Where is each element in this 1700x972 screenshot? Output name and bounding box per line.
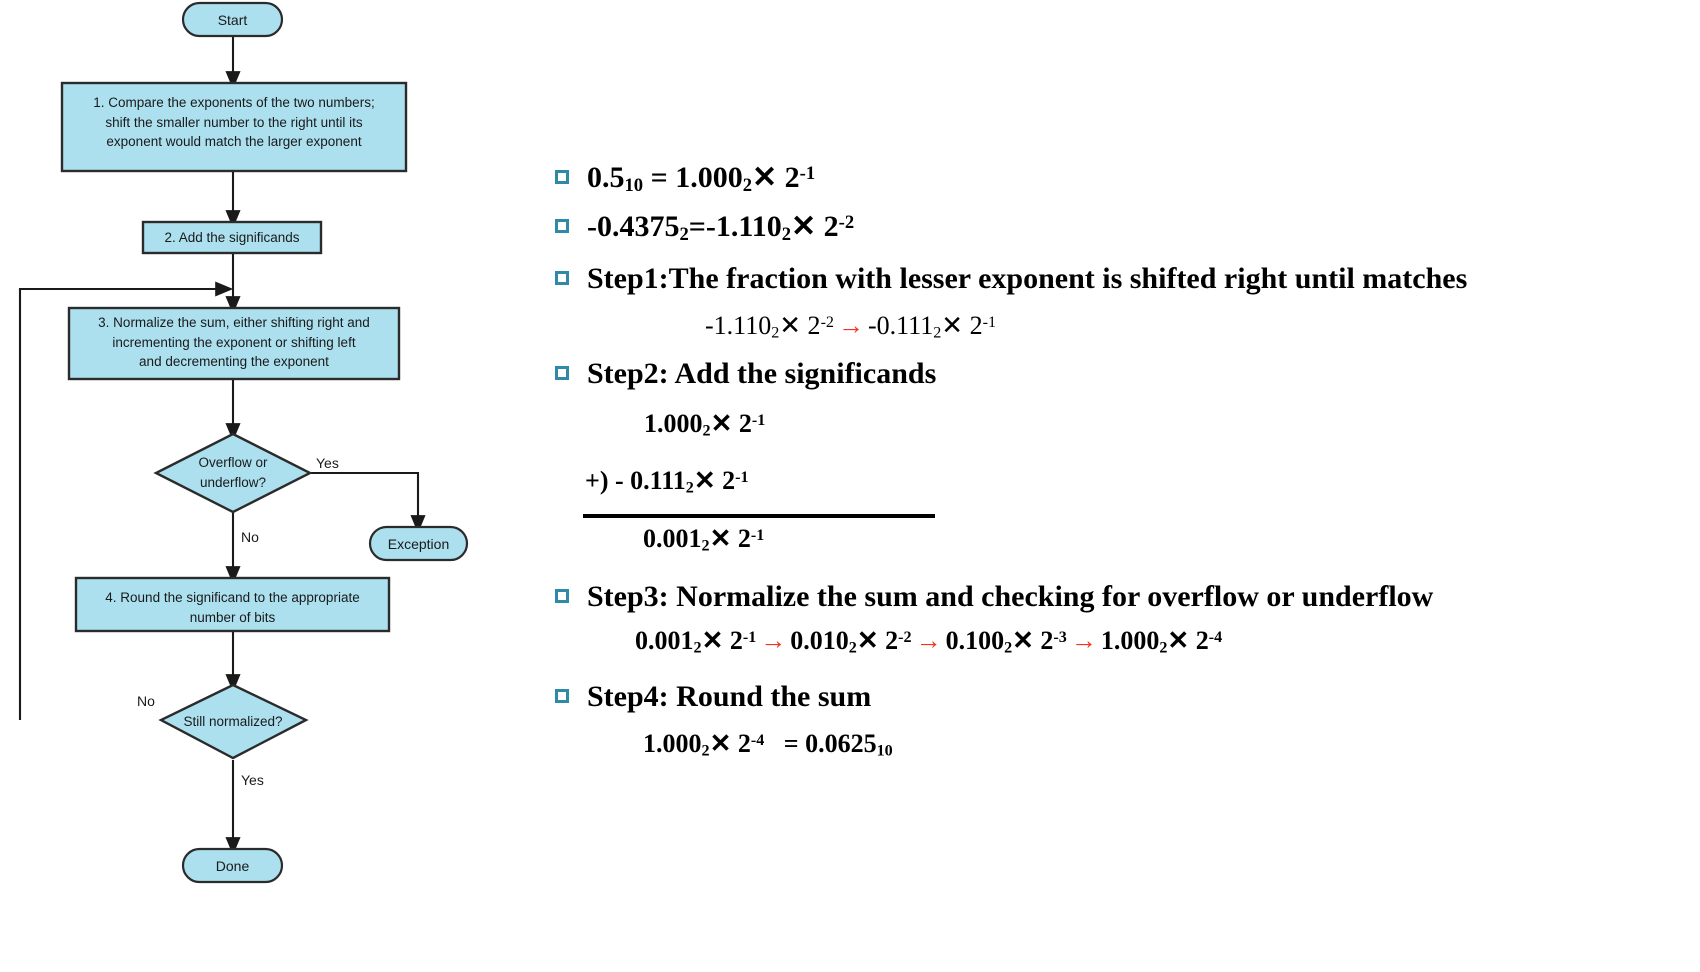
list-item-text: Step3: Normalize the sum and checking fo… — [587, 580, 1434, 613]
node-normalized-decision — [158, 683, 309, 760]
sum-divider-rule — [583, 514, 935, 518]
red-arrow-icon: → — [1070, 626, 1097, 655]
red-arrow-icon: → — [915, 626, 942, 655]
flowchart-svg — [18, 1, 469, 884]
edge-label-overflow-yes: Yes — [316, 455, 339, 471]
bullet-square-icon — [555, 689, 569, 703]
detail-line: +) - 0.1112✕ 2-1 — [585, 466, 749, 497]
node-overflow-decision — [153, 432, 313, 514]
worked-example-panel: 0.510 = 1.0002✕ 2-1 -0.43752=-1.1102✕ 2-… — [500, 0, 1700, 967]
list-item-text: 0.510 = 1.0002✕ 2-1 — [587, 161, 816, 197]
red-arrow-icon: → — [837, 311, 864, 340]
detail-line: 0.0012✕ 2-1 — [643, 524, 765, 555]
detail-line: 0.0012✕ 2-1→0.0102✕ 2-2→0.1002✕ 2-3→1.00… — [635, 626, 1223, 657]
node-step2 — [141, 220, 323, 255]
node-step3 — [67, 306, 401, 381]
flow-connectors — [18, 36, 426, 856]
node-step4 — [74, 576, 391, 633]
list-item: Step2: Add the significands — [555, 357, 936, 390]
edge-label-normalized-yes: Yes — [241, 772, 264, 788]
bullet-square-icon — [555, 366, 569, 380]
node-done — [181, 847, 284, 884]
detail-line: 1.0002✕ 2-4 = 0.062510 — [643, 729, 893, 760]
detail-line: -1.1102✕ 2-2→-0.1112✕ 2-1 — [705, 311, 996, 342]
bullet-square-icon — [555, 170, 569, 184]
list-item: 0.510 = 1.0002✕ 2-1 — [555, 161, 815, 197]
list-item-text: Step2: Add the significands — [587, 357, 937, 390]
flowchart-diagram: Start 1. Compare the exponents of the tw… — [0, 0, 500, 967]
detail-line: 1.0002✕ 2-1 — [644, 409, 766, 440]
list-item: -0.43752=-1.1102✕ 2-2 — [555, 210, 854, 246]
bullet-square-icon — [555, 589, 569, 603]
list-item-text: Step1:The fraction with lesser exponent … — [587, 262, 1468, 295]
node-step1 — [60, 81, 408, 173]
list-item-text: -0.43752=-1.1102✕ 2-2 — [587, 210, 855, 246]
bullet-square-icon — [555, 219, 569, 233]
list-item: Step3: Normalize the sum and checking fo… — [555, 580, 1433, 613]
list-item-text: Step4: Round the sum — [587, 680, 872, 713]
node-exception — [368, 525, 469, 562]
bullet-square-icon — [555, 271, 569, 285]
node-start — [181, 1, 284, 38]
list-item: Step1:The fraction with lesser exponent … — [555, 262, 1467, 295]
red-arrow-icon: → — [760, 626, 787, 655]
edge-label-normalized-no: No — [137, 693, 155, 709]
list-item: Step4: Round the sum — [555, 680, 871, 713]
edge-label-overflow-no: No — [241, 529, 259, 545]
